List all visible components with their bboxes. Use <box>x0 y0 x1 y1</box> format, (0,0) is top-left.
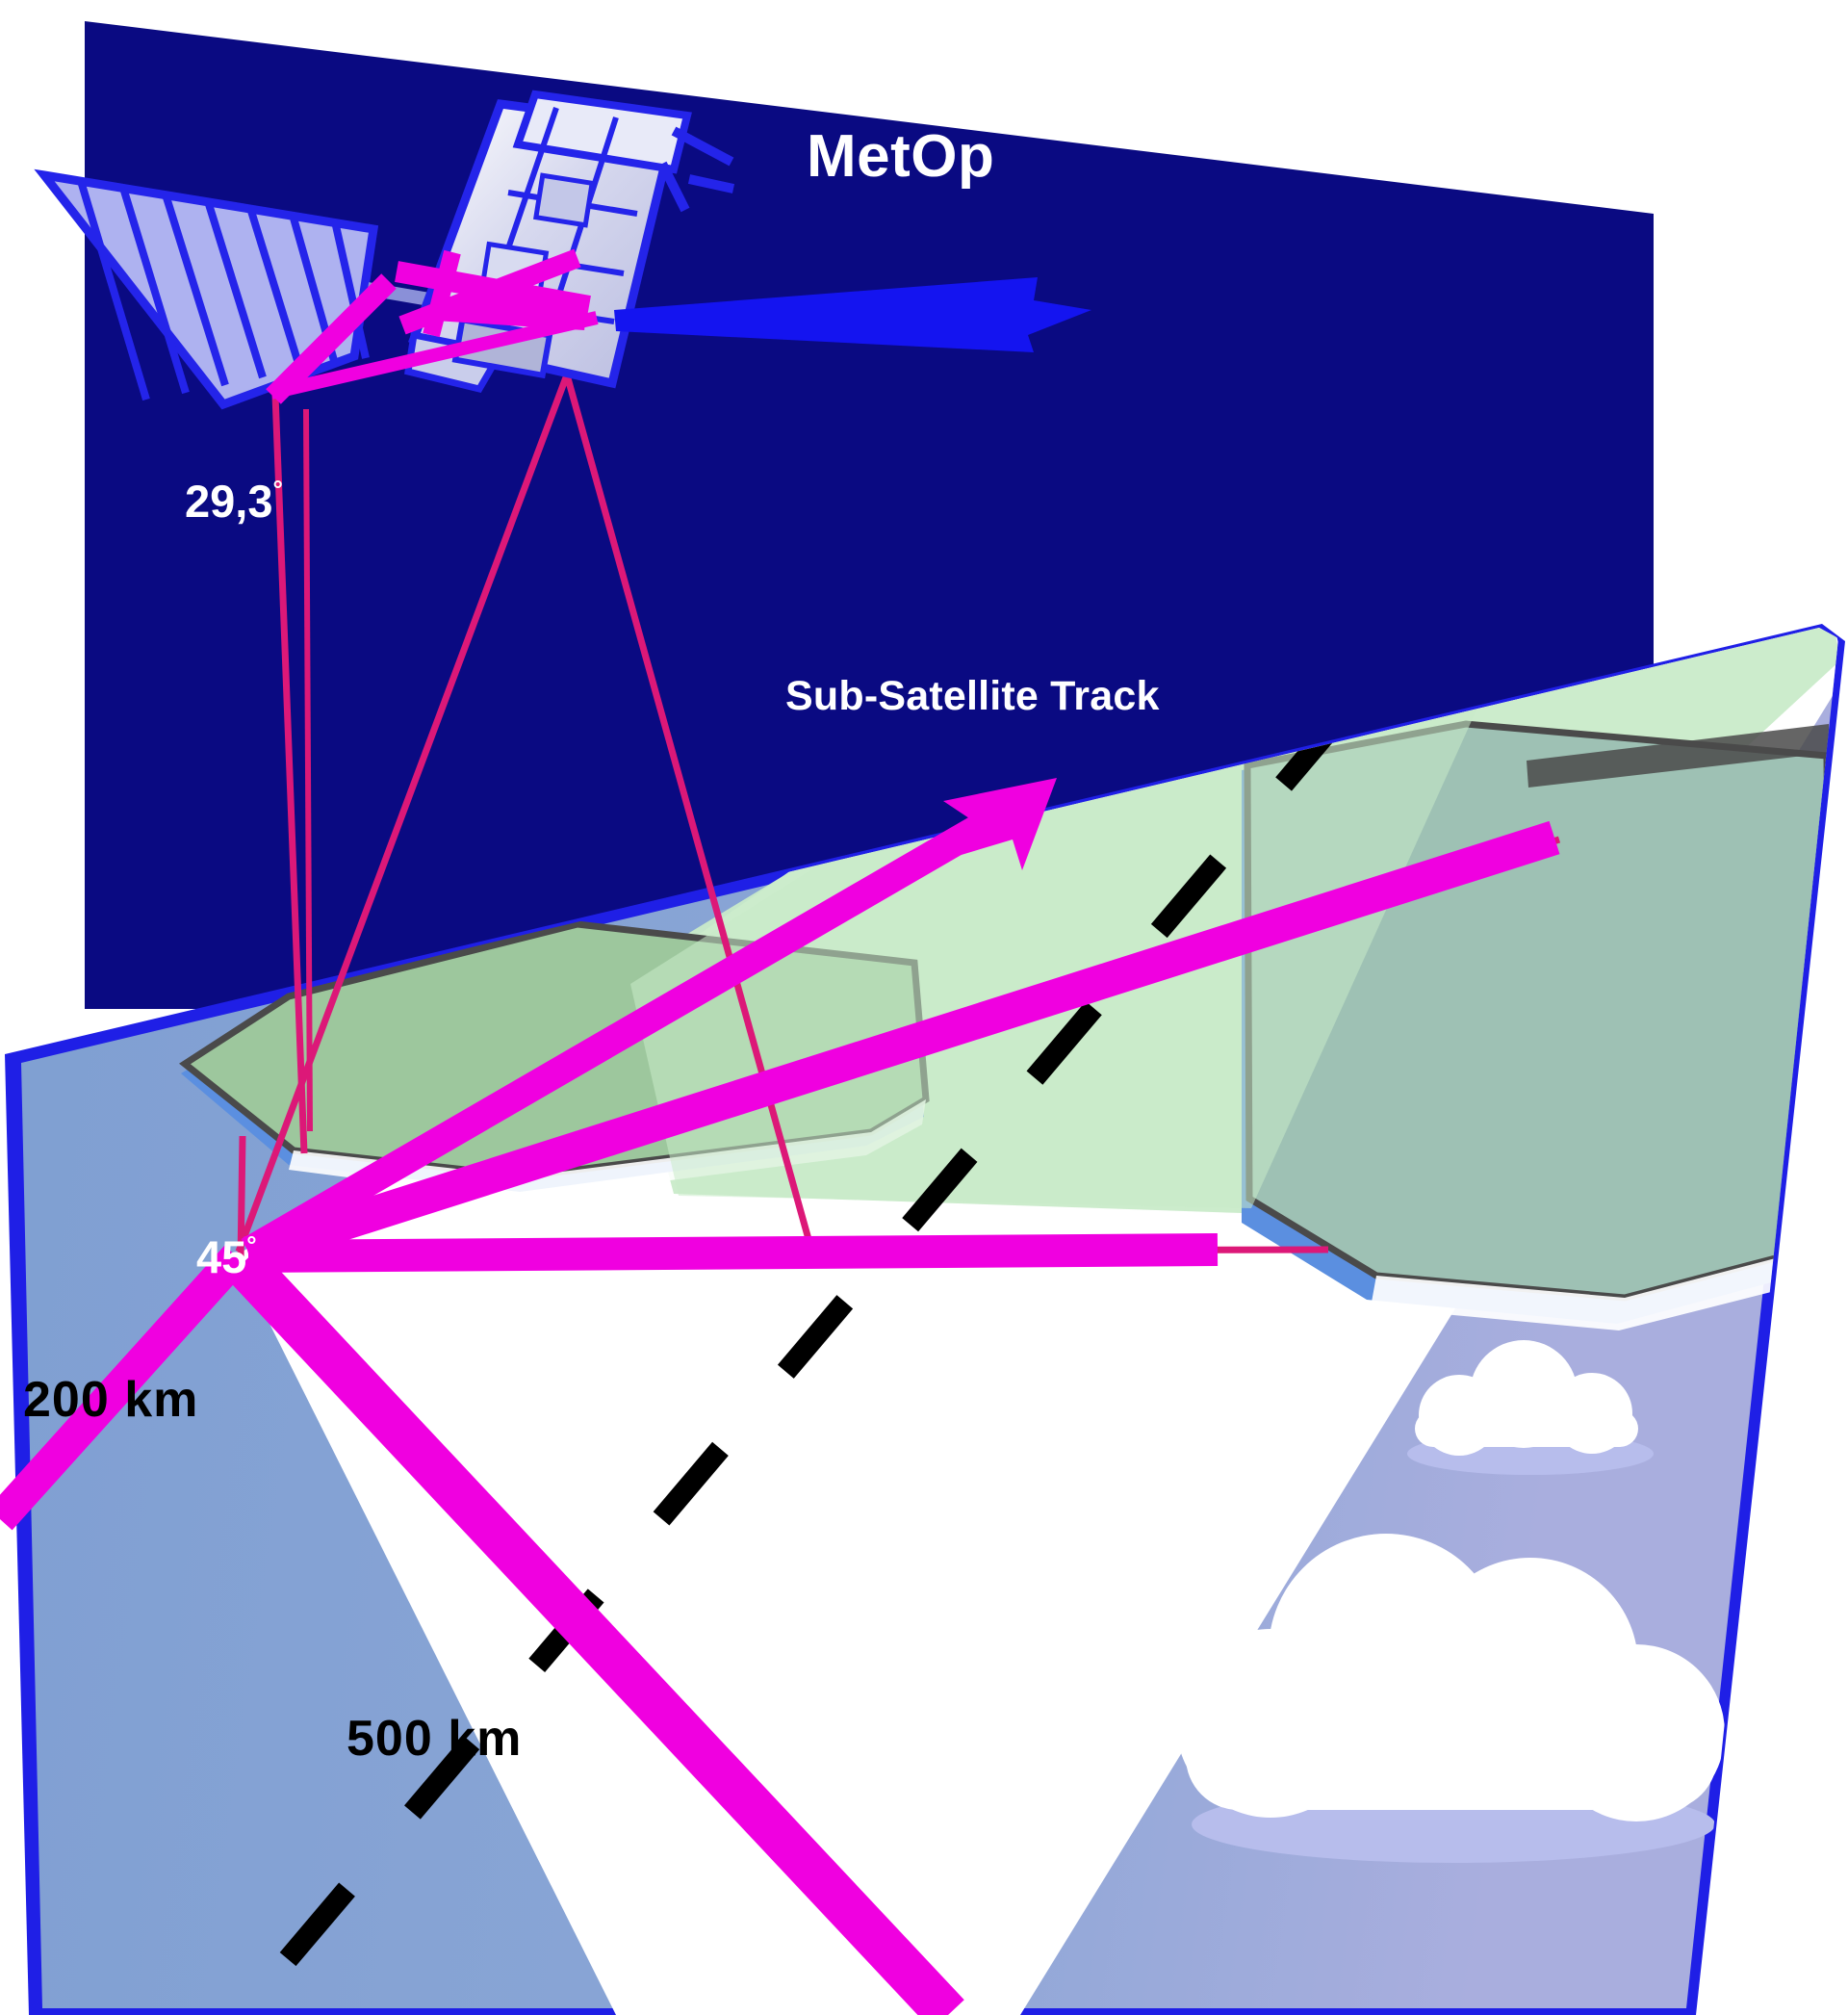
solar-array <box>34 168 437 410</box>
antenna-mast <box>657 126 735 213</box>
ground-beam-fan <box>0 778 1560 2015</box>
motion-arrow <box>614 277 1091 352</box>
cloud-small <box>1415 1340 1638 1456</box>
cloud-large <box>1176 1534 1725 1821</box>
scanner-cross <box>266 248 599 404</box>
clouds <box>1176 1340 1725 1863</box>
sub-satellite-track <box>232 707 1351 2015</box>
